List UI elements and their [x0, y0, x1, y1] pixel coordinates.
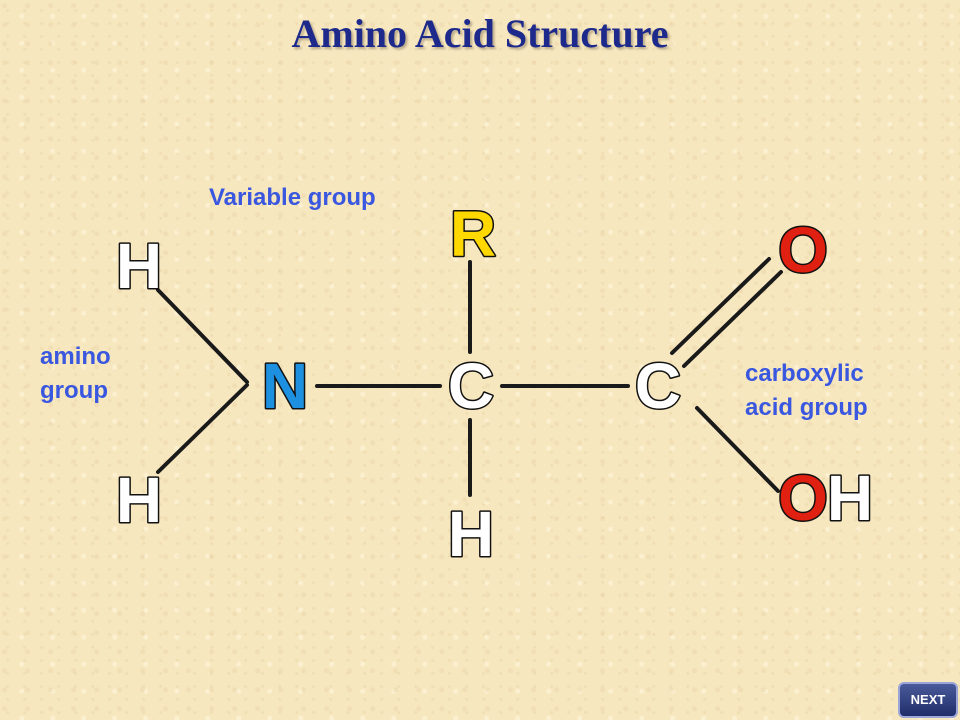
atom-nitrogen: N — [262, 350, 308, 422]
atom-hydroxyl-oxygen: O — [778, 462, 828, 534]
bond-h-top-to-n — [156, 288, 249, 384]
carboxylic-label-line1: carboxylic — [745, 360, 864, 387]
atom-h-top-left: H — [116, 230, 162, 302]
double-bond-line-2 — [682, 270, 783, 368]
bonds — [156, 257, 783, 497]
amino-group-label: amino group — [40, 340, 111, 408]
atom-h-alpha: H — [448, 498, 494, 570]
bond-h-bottom-to-n — [156, 383, 249, 474]
atom-alpha-carbon: C — [448, 350, 494, 422]
double-bond-line-1 — [670, 257, 771, 355]
next-button[interactable]: NEXT — [898, 682, 958, 718]
carboxylic-acid-group-label: carboxylic acid group — [745, 357, 868, 425]
atom-oxygen-double: O — [778, 214, 828, 286]
atom-hydroxyl-hydrogen: H — [827, 462, 873, 534]
amino-group-label-line1: amino — [40, 343, 111, 370]
amino-group-label-line2: group — [40, 377, 108, 404]
bond-c-carboxyl-to-oh — [695, 406, 780, 493]
variable-group-label: Variable group — [209, 184, 376, 211]
atom-r-group: R — [450, 198, 496, 270]
carboxylic-label-line2: acid group — [745, 394, 868, 421]
page-title: Amino Acid Structure — [291, 11, 669, 56]
atom-h-bottom-left: H — [116, 464, 162, 536]
atoms: H H N C C R H O O H — [114, 197, 874, 572]
atom-carboxyl-carbon: C — [635, 350, 681, 422]
